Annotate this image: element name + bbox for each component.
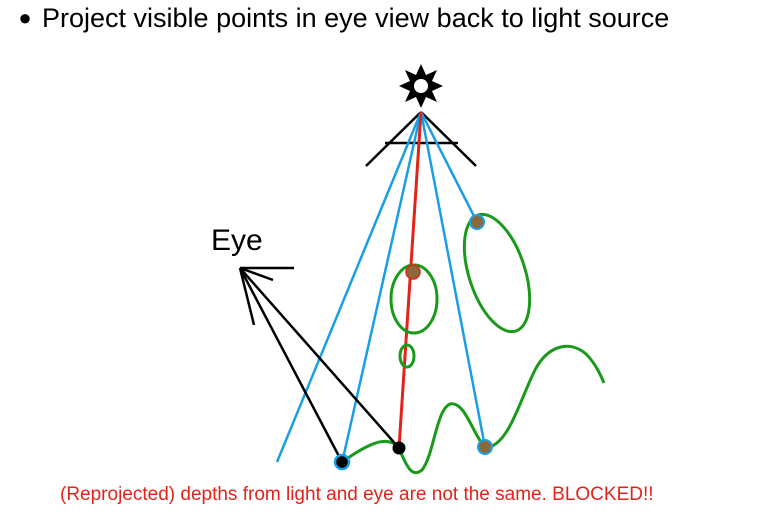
right-ellipse	[462, 212, 532, 334]
light-ray-outer-left	[275, 111, 423, 463]
light-ray-to-point-d	[419, 111, 487, 448]
caption: (Reprojected) depths from light and eye …	[60, 484, 654, 505]
point-e	[469, 214, 485, 230]
light-ray-to-point-e	[419, 111, 479, 223]
ground-curve	[341, 344, 606, 474]
eye-rays	[238, 267, 400, 463]
eye-label: Eye	[211, 224, 263, 257]
scene-geometry	[341, 212, 606, 474]
point-b	[392, 441, 406, 455]
eye-ray-to-point-b	[239, 267, 400, 449]
bullet-row: ● Project visible points in eye view bac…	[10, 0, 669, 36]
light-rays	[275, 111, 487, 464]
bullet-icon: ●	[18, 5, 32, 30]
blocked-ray	[397, 111, 423, 449]
eye-ray-to-point-a	[238, 267, 344, 463]
eye-frustum-icon	[238, 266, 294, 326]
light-ray-to-point-a	[340, 111, 423, 464]
bullet-text: Project visible points in eye view back …	[42, 2, 670, 33]
point-d	[477, 439, 493, 455]
light-frustum-icon	[365, 111, 477, 167]
point-a	[333, 453, 351, 471]
small-ellipse	[398, 343, 416, 369]
sample-points	[333, 214, 493, 471]
sun-icon	[399, 64, 443, 108]
point-c	[405, 264, 421, 280]
